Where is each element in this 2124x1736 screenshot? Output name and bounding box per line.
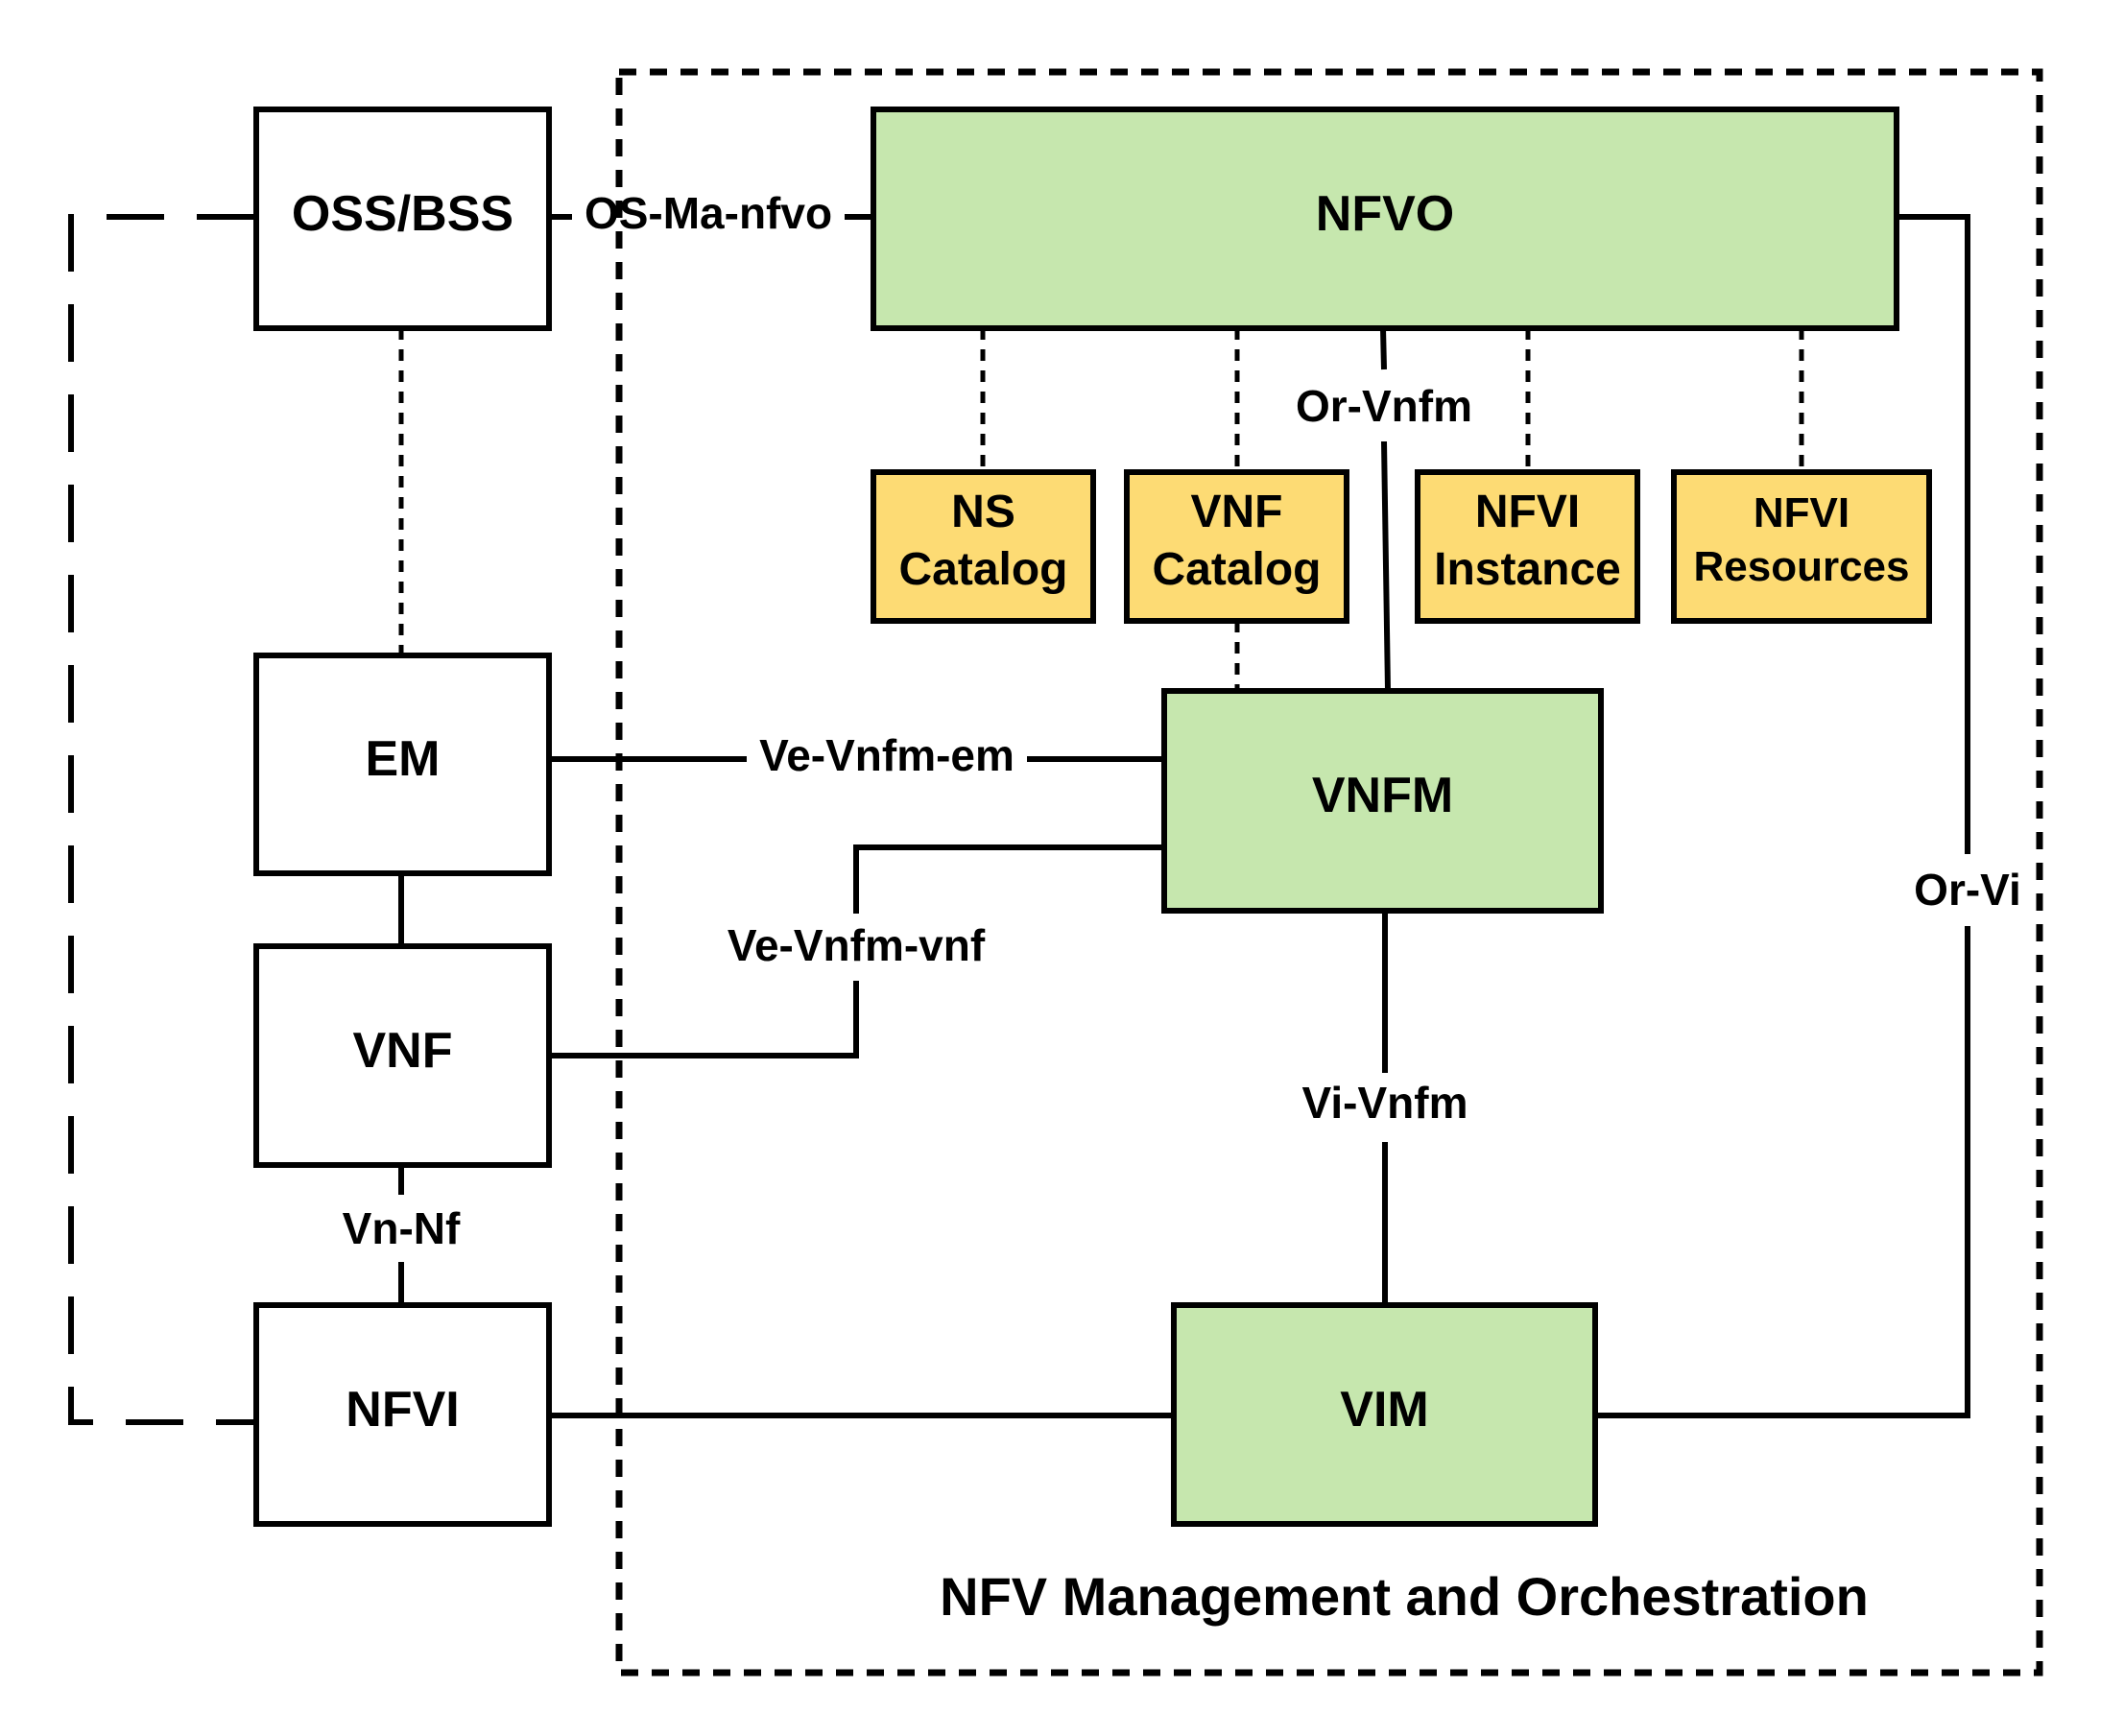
oss-nfvi-dashed-link: [68, 214, 254, 1425]
or-vi-label: Or-Vi: [1914, 865, 2021, 915]
nfvi-instance-line1: NFVI: [1475, 487, 1580, 537]
vim-label: VIM: [1340, 1382, 1428, 1438]
ns-catalog-box[interactable]: NS Catalog: [871, 469, 1096, 624]
or-vi-link-top: [1897, 214, 1970, 854]
nfvi-box[interactable]: NFVI: [253, 1302, 552, 1527]
mano-frame: [615, 68, 2043, 1677]
mano-frame-title: NFV Management and Orchestration: [940, 1566, 1869, 1627]
vnf-catalog-line2: Catalog: [1152, 544, 1321, 595]
ve-vnfm-vnf-link-top: [853, 844, 1164, 914]
em-box[interactable]: EM: [253, 653, 552, 876]
or-vnfm-link-top: [1380, 327, 1387, 370]
vnf-catalog-rect: [1124, 469, 1349, 624]
vnfm-box[interactable]: VNFM: [1161, 688, 1604, 914]
ns-catalog-line2: Catalog: [898, 544, 1067, 595]
ve-vnfm-vnf-link-bottom: [549, 981, 859, 1058]
or-vi-link-bottom: [1595, 926, 1970, 1418]
vnf-catalog-line1: VNF: [1191, 487, 1283, 537]
vim-box[interactable]: VIM: [1171, 1302, 1598, 1527]
oss-bss-label: OSS/BSS: [292, 186, 513, 242]
vnf-box[interactable]: VNF: [253, 943, 552, 1168]
oss-bss-box[interactable]: OSS/BSS: [253, 107, 552, 331]
nfvi-label: NFVI: [346, 1382, 459, 1438]
vnfm-label: VNFM: [1312, 768, 1453, 823]
nfvo-box[interactable]: NFVO: [871, 107, 1899, 331]
or-vnfm-link-bottom: [1381, 440, 1391, 692]
ve-vnfm-em-label: Ve-Vnfm-em: [759, 730, 1014, 780]
vnf-label: VNF: [353, 1023, 453, 1079]
nfvo-label: NFVO: [1316, 186, 1454, 242]
nfvi-resources-box[interactable]: NFVI Resources: [1671, 469, 1932, 624]
nfvi-instance-box[interactable]: NFVI Instance: [1415, 469, 1640, 624]
os-ma-nfvo-label: OS-Ma-nfvo: [585, 188, 832, 238]
vi-vnfm-label: Vi-Vnfm: [1302, 1078, 1468, 1128]
nfvo-rect: [871, 107, 1899, 331]
ns-catalog-line1: NS: [951, 487, 1015, 537]
nfvi-resources-rect: [1671, 469, 1932, 624]
nfvi-instance-rect: [1415, 469, 1640, 624]
vnf-catalog-box[interactable]: VNF Catalog: [1124, 469, 1349, 624]
nfvi-instance-line2: Instance: [1434, 544, 1621, 595]
ve-vnfm-vnf-label: Ve-Vnfm-vnf: [728, 920, 986, 970]
nfvi-resources-line1: NFVI: [1754, 489, 1850, 536]
em-label: EM: [366, 731, 441, 787]
vnfm-rect: [1161, 688, 1604, 914]
or-vnfm-label: Or-Vnfm: [1296, 381, 1472, 431]
vn-nf-label: Vn-Nf: [343, 1203, 461, 1253]
nfvi-resources-line2: Resources: [1693, 543, 1909, 590]
vim-rect: [1171, 1302, 1598, 1527]
ns-catalog-rect: [871, 469, 1096, 624]
